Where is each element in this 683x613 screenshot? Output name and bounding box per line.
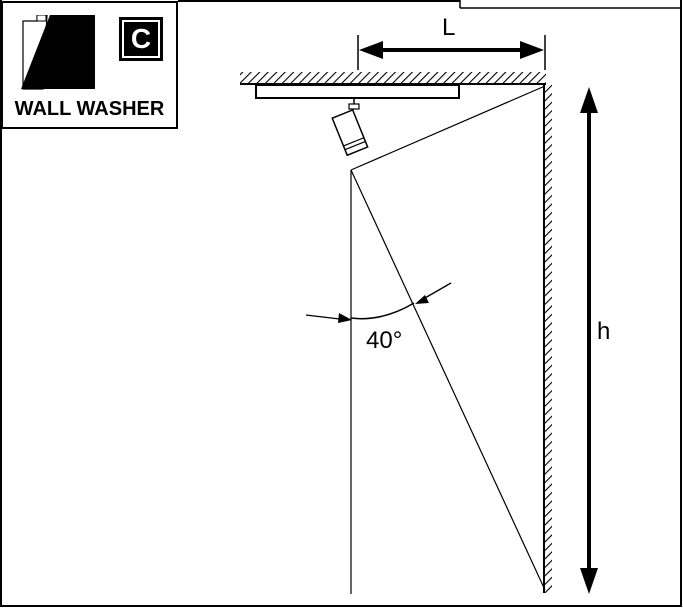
height-arrow-top [580,87,598,113]
spotlight-fixture [331,98,369,157]
height-arrow-bottom [580,568,598,594]
angle-label: 40° [366,327,403,354]
badge-label: WALL WASHER [14,98,165,120]
angle-arc [350,302,415,320]
length-label: L [442,14,456,41]
angle-arrow-left-head [338,313,352,323]
track-rail [255,84,460,99]
length-arrow-left [359,41,383,59]
wall-washer-icon [21,15,95,90]
beam-upper-edge [350,85,546,171]
length-arrow-right [520,41,544,59]
height-label: h [597,318,611,345]
angle-arrow-right-head [415,295,429,304]
beam-lower-edge [350,169,546,591]
wall-washer-badge: C WALL WASHER [1,1,178,129]
badge-letter: C [122,20,160,58]
wall-hatch [544,85,552,593]
badge-letter-box: C [119,17,163,61]
ceiling-hatch [240,72,546,84]
